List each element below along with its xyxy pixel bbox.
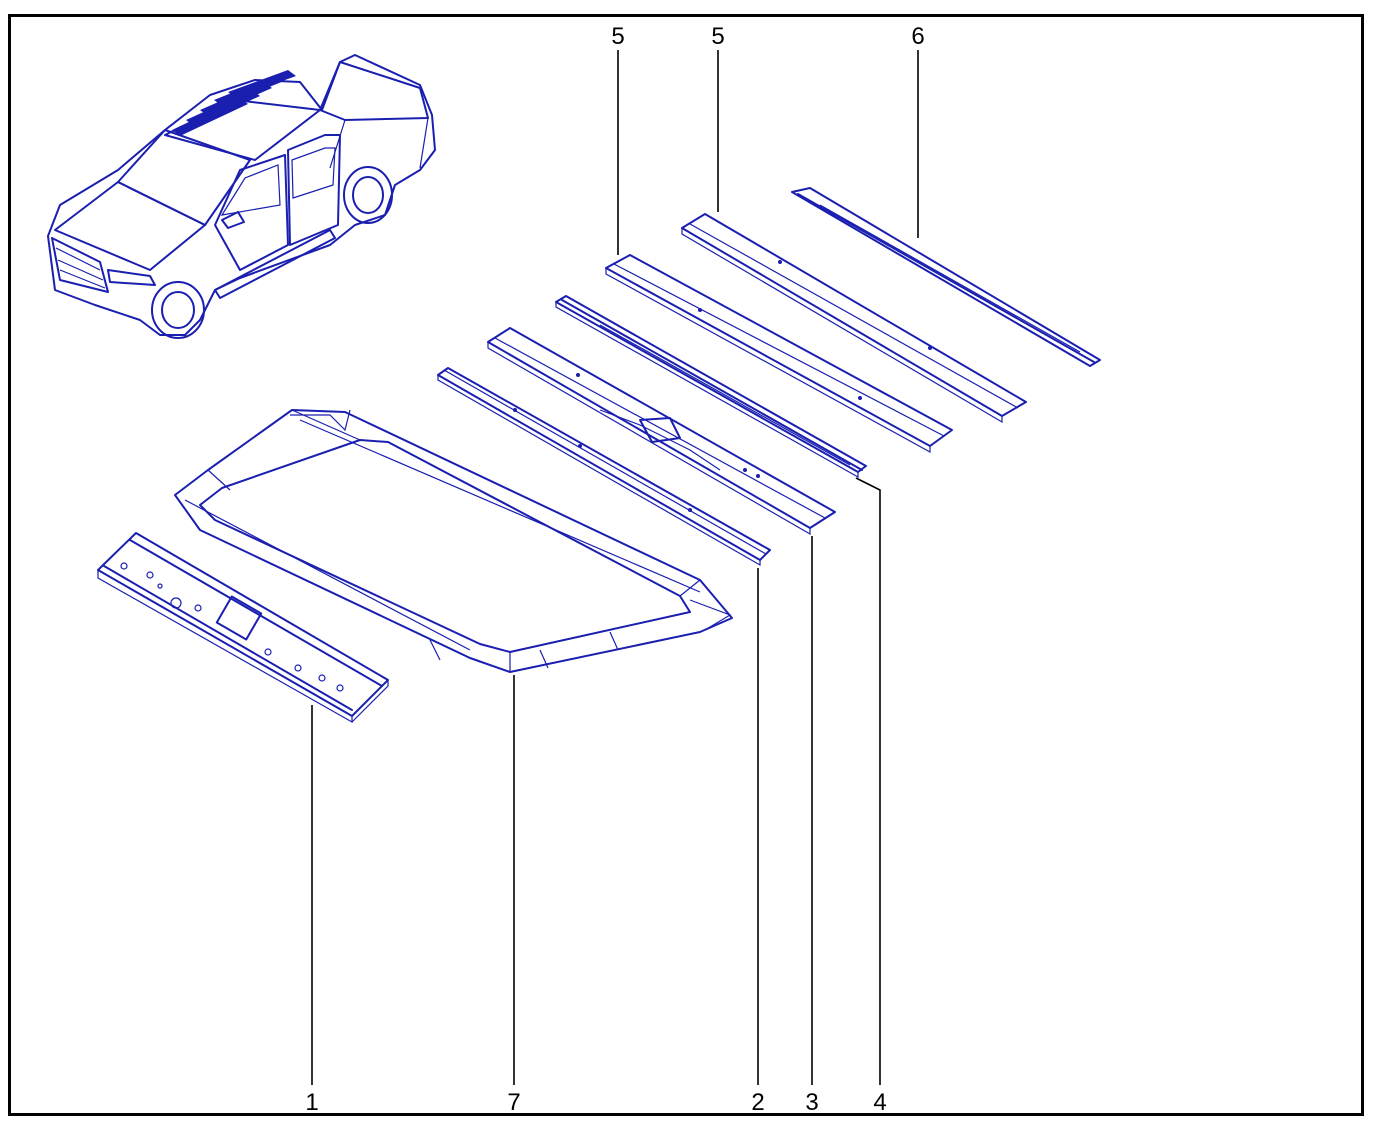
part-7-roof-frame xyxy=(174,409,733,673)
part-5-roof-bow-right xyxy=(681,213,1027,424)
diagram-frame xyxy=(8,14,1364,1116)
part-4-roof-bow xyxy=(555,295,867,479)
leader-lines xyxy=(311,50,919,1085)
part-2-roof-bow xyxy=(437,367,771,567)
callout-4: 4 xyxy=(873,1089,886,1116)
part-3-roof-bow-center xyxy=(487,327,836,536)
callout-3: 3 xyxy=(805,1089,818,1116)
part-6-rear-roof-bow xyxy=(791,187,1101,367)
callout-6: 6 xyxy=(911,23,924,50)
part-5-roof-bow-left xyxy=(605,254,953,454)
callout-7: 7 xyxy=(507,1089,520,1116)
roof-panel-highlight xyxy=(164,70,321,161)
callout-5-left: 5 xyxy=(611,23,624,50)
callout-1: 1 xyxy=(305,1089,318,1116)
callout-labels: 1 7 2 3 4 5 5 6 xyxy=(305,23,924,1116)
pickup-truck-illustration xyxy=(47,54,436,339)
part-1-front-header xyxy=(97,532,389,724)
leader-4 xyxy=(855,477,881,1085)
callout-5-right: 5 xyxy=(711,23,724,50)
callout-2: 2 xyxy=(751,1089,764,1116)
